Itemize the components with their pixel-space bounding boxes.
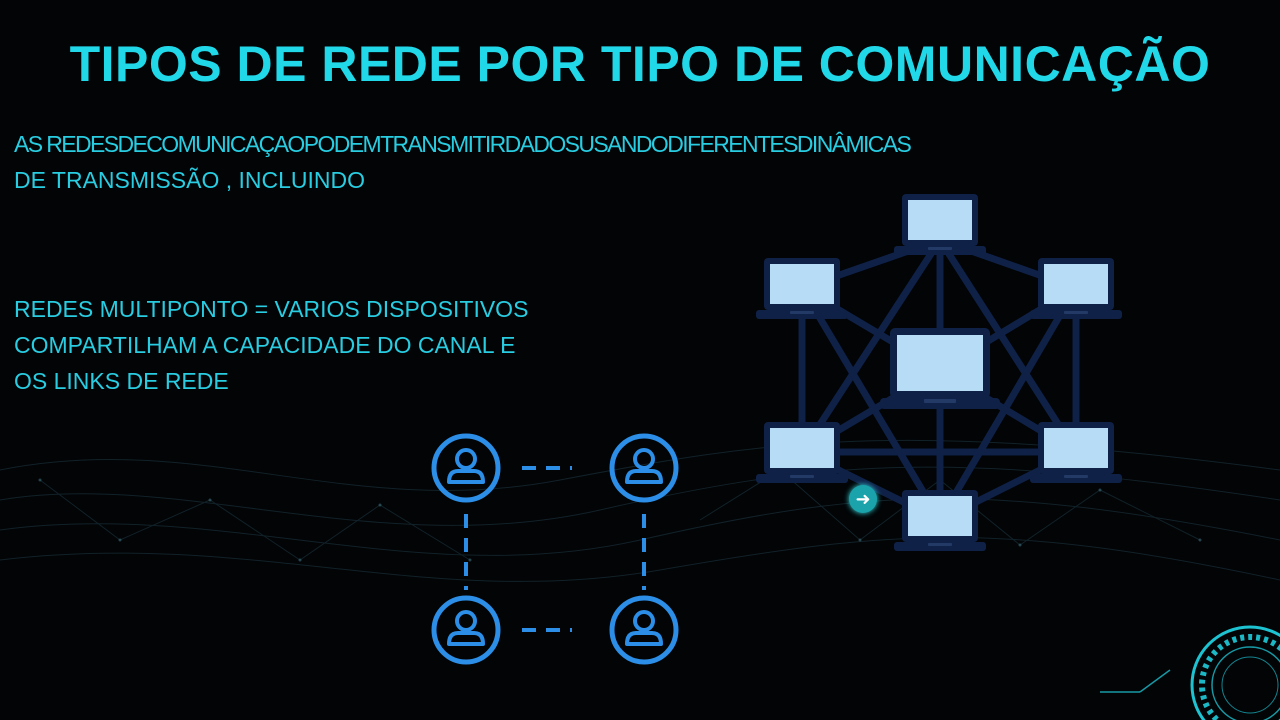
multipoint-description: REDES MULTIPONTO = VARIOS DISPOSITIVOS C… [14, 296, 529, 394]
laptop-icon-upper-left [756, 258, 848, 319]
intro-line-1: AS REDESDECOMUNICAÇAOPODEMTRANSMITIRDADO… [14, 131, 912, 157]
user-icon-top-right [612, 436, 676, 500]
user-icon-bottom-left [434, 598, 498, 662]
laptop-icon-center [880, 328, 1000, 409]
intro-text: AS REDESDECOMUNICAÇAOPODEMTRANSMITIRDADO… [14, 126, 1214, 198]
circular-hud-icon [1100, 625, 1280, 720]
user-icon-top-left [434, 436, 498, 500]
user-icon-bottom-right [612, 598, 676, 662]
multipoint-diagram [434, 436, 676, 662]
laptop-icon-lower-left [756, 422, 848, 483]
laptop-icon-top [894, 194, 986, 255]
laptop-icon-lower-right [1030, 422, 1122, 483]
intro-line-2: DE TRANSMISSÃO , INCLUINDO [14, 167, 366, 193]
laptop-icon-bottom [894, 490, 986, 551]
arrow-right-icon[interactable]: ➜ [849, 485, 877, 513]
slide-title: TIPOS DE REDE POR TIPO DE COMUNICAÇÃO [69, 36, 1211, 92]
mesh-network-diagram [756, 194, 1122, 551]
laptop-icon-upper-right [1030, 258, 1122, 319]
